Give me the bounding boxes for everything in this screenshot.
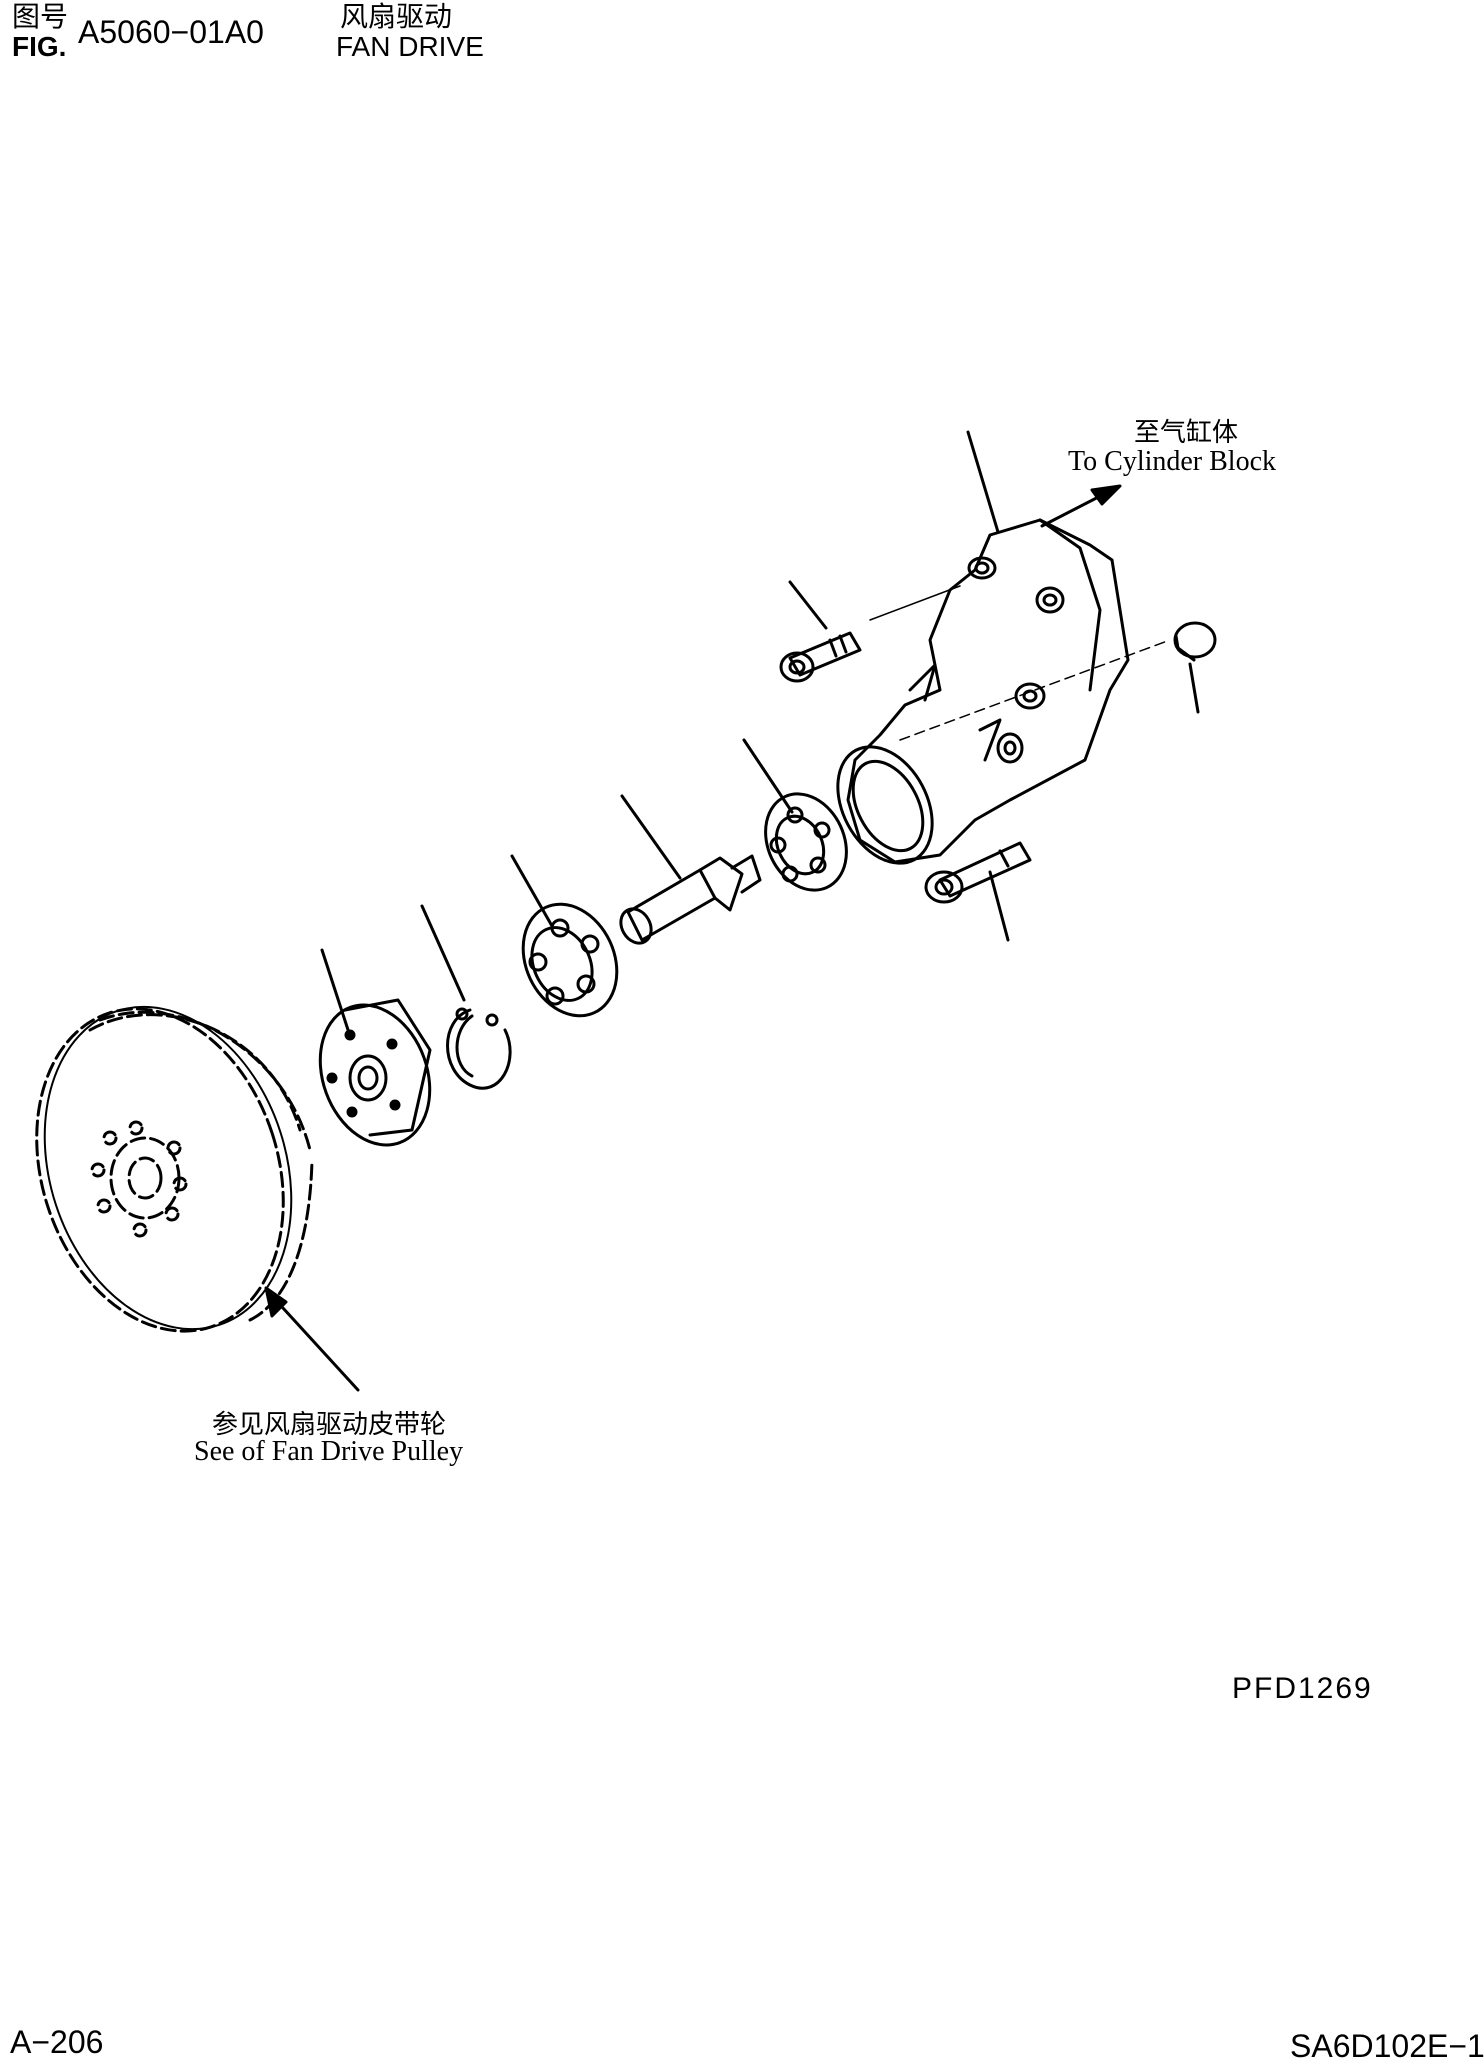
to-cylinder-block-label-en: To Cylinder Block	[1068, 446, 1277, 477]
leader-line-bearing-rear	[742, 738, 794, 814]
to-cylinder-block-label-cn: 至气缸体	[1134, 418, 1239, 447]
leader-line-hub	[320, 948, 352, 1038]
arrow-to-pulley	[264, 1286, 360, 1392]
plug	[1173, 621, 1217, 662]
leader-line-upper-bolt	[788, 580, 828, 630]
lower-mounting-bolt	[924, 841, 1032, 904]
drive-shaft	[619, 854, 762, 945]
leader-line-housing	[966, 430, 1000, 534]
snap-ring	[446, 1007, 512, 1090]
front-bearing	[521, 902, 619, 1018]
arrow-to-cylinder-block	[1040, 484, 1122, 528]
leader-line-plug	[1188, 662, 1200, 714]
center-axis-bolt	[869, 585, 961, 621]
see-pulley-label-cn: 参见风扇驱动皮带轮	[212, 1410, 447, 1439]
leader-line-bearing-front	[510, 854, 554, 928]
hub-flange	[318, 998, 432, 1147]
center-axis	[899, 639, 1171, 741]
model-code: SA6D102E−1	[1290, 2028, 1484, 2064]
leader-line-lower-bolt	[988, 870, 1010, 942]
title-en: FAN DRIVE	[336, 31, 484, 62]
upper-mounting-bolt	[779, 631, 862, 683]
fan-drive-housing	[836, 518, 1130, 865]
fig-label-cn: 图号	[12, 1, 69, 32]
fan-drive-pulley	[35, 1005, 314, 1333]
fig-label-en: FIG.	[12, 31, 67, 62]
fig-number: A5060−01A0	[78, 14, 264, 50]
rear-bearing	[764, 792, 848, 892]
title-cn: 风扇驱动	[340, 1, 453, 32]
page-number: A−206	[10, 2024, 104, 2060]
drawing-code: PFD1269	[1232, 1672, 1373, 1705]
leader-line-snap-ring	[420, 904, 466, 1002]
see-pulley-label-en: See of Fan Drive Pulley	[194, 1436, 464, 1467]
leader-line-shaft	[620, 794, 682, 880]
